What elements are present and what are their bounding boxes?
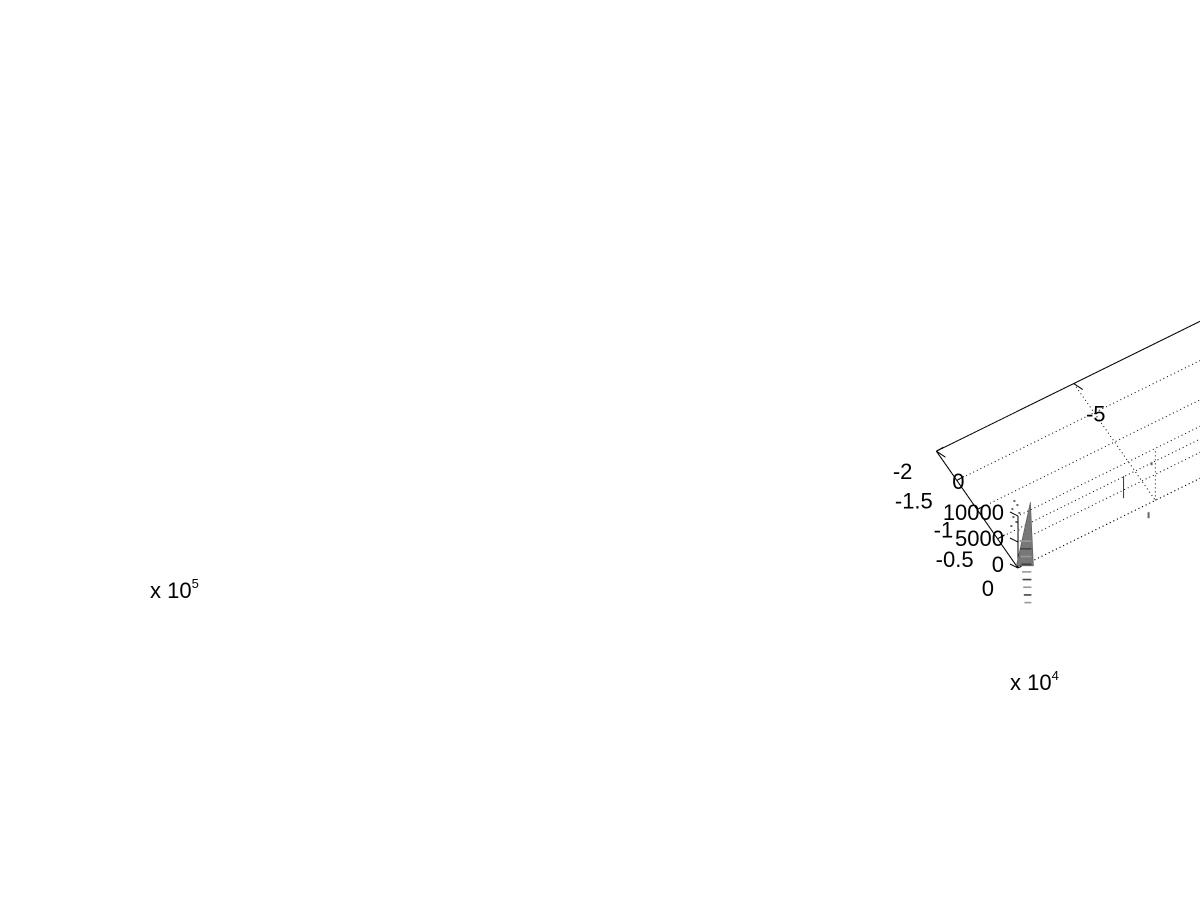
surface-spike [1010,500,1034,604]
z-tick-mark [1009,511,1019,517]
z-tick-mark [1009,563,1019,569]
y-tick-label: -2 [893,459,913,484]
x-axis-multiplier: x 104 [1010,668,1059,695]
grid-line-y [956,360,1200,481]
grid-line-y [1017,477,1200,569]
surface-sparse [1123,462,1153,519]
y-tick-label: -1.5 [895,488,933,513]
x-tick-mark [1073,383,1084,390]
z-tick-label: 0 [992,552,1004,577]
spike-speck [1011,508,1014,511]
spike-speck [1017,529,1020,532]
sparse-speck [1147,512,1150,519]
y-tick-label: 0 [982,576,994,601]
x-tick-label: -5 [1086,402,1106,427]
x-axis-line [936,320,1200,452]
y-axis-multiplier: x 105 [150,576,199,603]
wall-grid-z [1017,477,1200,569]
grid-line-y [997,438,1200,540]
spike-speck [1012,516,1015,519]
spike-body [1016,501,1034,567]
spike-speck [1016,504,1019,507]
grid-line-y [936,320,1200,452]
spike-speck [1013,500,1016,503]
y-tick-mark [936,446,944,452]
z-tick-label: 10000 [943,500,1004,525]
spike-speck [1018,512,1021,515]
x-tick-mark [936,450,946,458]
y-tick-label: -1 [934,518,954,543]
x-tick-label: 0 [952,469,964,494]
data-layer [1010,462,1153,604]
y-tick-mark [956,475,965,481]
z-tick-label: 5000 [955,526,1004,551]
y-tick-mark [976,505,985,511]
z-tick-mark [1009,537,1019,543]
wall-grid-z [1017,425,1200,517]
wall-grid-z [1017,451,1200,543]
spike-speck [1015,521,1018,524]
spike-speck [1010,525,1013,528]
y-tick-mark [997,534,1005,540]
sparse-speck [1150,462,1153,466]
y-tick-label: -0.5 [936,547,974,572]
